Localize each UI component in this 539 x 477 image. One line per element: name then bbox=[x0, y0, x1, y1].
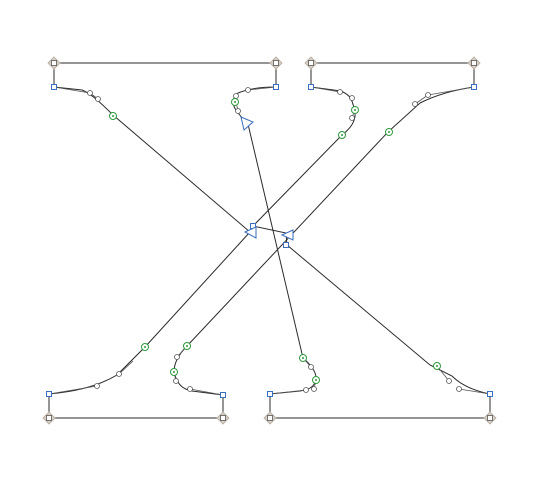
corner-node[interactable] bbox=[308, 84, 314, 90]
smooth-node[interactable] bbox=[109, 112, 117, 120]
extreme-node-bottom-inner-left[interactable] bbox=[216, 411, 230, 425]
smooth-node[interactable] bbox=[351, 106, 359, 114]
contour-start-marker[interactable] bbox=[240, 116, 254, 131]
corner-node[interactable] bbox=[46, 391, 52, 397]
smooth-node[interactable] bbox=[312, 376, 320, 384]
off-curve-handles[interactable] bbox=[87, 87, 462, 393]
corner-node[interactable] bbox=[283, 242, 289, 248]
corner-node[interactable] bbox=[487, 391, 493, 397]
corner-node[interactable] bbox=[267, 391, 273, 397]
smooth-node[interactable] bbox=[385, 128, 393, 136]
smooth-node[interactable] bbox=[299, 354, 307, 362]
smooth-node[interactable] bbox=[433, 362, 441, 370]
off-curve-handle[interactable] bbox=[235, 108, 241, 114]
extreme-node-top-inner-right[interactable] bbox=[304, 56, 318, 70]
off-curve-handle[interactable] bbox=[174, 354, 180, 360]
extreme-node-bottom-right[interactable] bbox=[483, 411, 497, 425]
off-curve-handle[interactable] bbox=[311, 386, 317, 392]
corner-node[interactable] bbox=[220, 392, 226, 398]
off-curve-handle[interactable] bbox=[87, 90, 93, 96]
extreme-nodes[interactable] bbox=[42, 56, 497, 425]
smooth-node[interactable] bbox=[231, 98, 239, 106]
extreme-node-bottom-left[interactable] bbox=[42, 411, 56, 425]
corner-node[interactable] bbox=[273, 84, 279, 90]
smooth-node[interactable] bbox=[141, 343, 149, 351]
extreme-node-bottom-inner-right[interactable] bbox=[263, 411, 277, 425]
off-curve-handle[interactable] bbox=[425, 92, 431, 98]
off-curve-handle[interactable] bbox=[173, 378, 179, 384]
off-curve-handle[interactable] bbox=[308, 364, 314, 370]
corner-node[interactable] bbox=[471, 84, 477, 90]
smooth-node[interactable] bbox=[170, 368, 178, 376]
smooth-node[interactable] bbox=[183, 342, 191, 350]
extreme-node-top-right[interactable] bbox=[467, 56, 481, 70]
off-curve-handle[interactable] bbox=[95, 96, 101, 102]
off-curve-handle[interactable] bbox=[233, 93, 239, 99]
smooth-node[interactable] bbox=[338, 131, 346, 139]
off-curve-handle[interactable] bbox=[116, 371, 122, 377]
off-curve-handle[interactable] bbox=[303, 387, 309, 393]
contour-start-marker[interactable] bbox=[280, 229, 294, 241]
extreme-node-top-left[interactable] bbox=[47, 56, 61, 70]
off-curve-handle[interactable] bbox=[187, 386, 193, 392]
off-curve-handle[interactable] bbox=[446, 378, 452, 384]
off-curve-handle[interactable] bbox=[412, 101, 418, 107]
off-curve-handle[interactable] bbox=[94, 383, 100, 389]
off-curve-handle[interactable] bbox=[349, 95, 355, 101]
corner-node[interactable] bbox=[51, 84, 57, 90]
off-curve-handle[interactable] bbox=[245, 87, 251, 93]
corner-nodes[interactable] bbox=[46, 84, 493, 398]
contour-start-marker[interactable] bbox=[243, 226, 257, 239]
start-markers[interactable] bbox=[240, 116, 294, 241]
handle-lines bbox=[48, 86, 491, 396]
off-curve-handle[interactable] bbox=[349, 115, 355, 121]
smooth-nodes[interactable] bbox=[109, 98, 441, 384]
extreme-node-top-inner-left[interactable] bbox=[269, 56, 283, 70]
off-curve-handle[interactable] bbox=[456, 386, 462, 392]
off-curve-handle[interactable] bbox=[337, 89, 343, 95]
